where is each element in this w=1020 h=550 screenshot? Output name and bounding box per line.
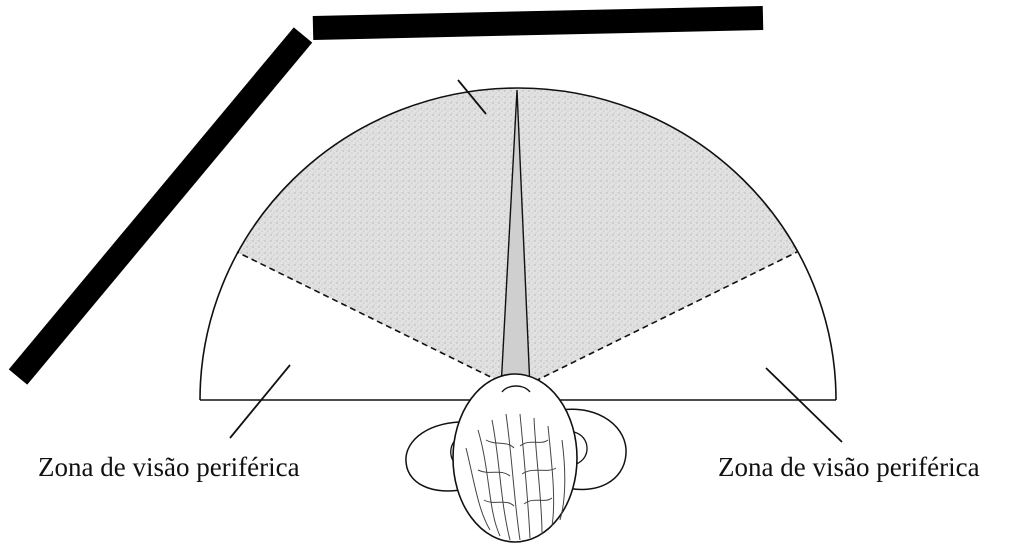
redaction-bar-top	[313, 18, 763, 28]
left-peripheral-zone-label: Zona de visão periférica	[38, 452, 300, 482]
redaction-bar-diagonal	[18, 35, 303, 377]
right-leader-line	[766, 368, 842, 442]
right-peripheral-zone-label: Zona de visão periférica	[718, 452, 980, 482]
left-leader-line	[230, 365, 290, 438]
head-outline	[453, 374, 577, 542]
